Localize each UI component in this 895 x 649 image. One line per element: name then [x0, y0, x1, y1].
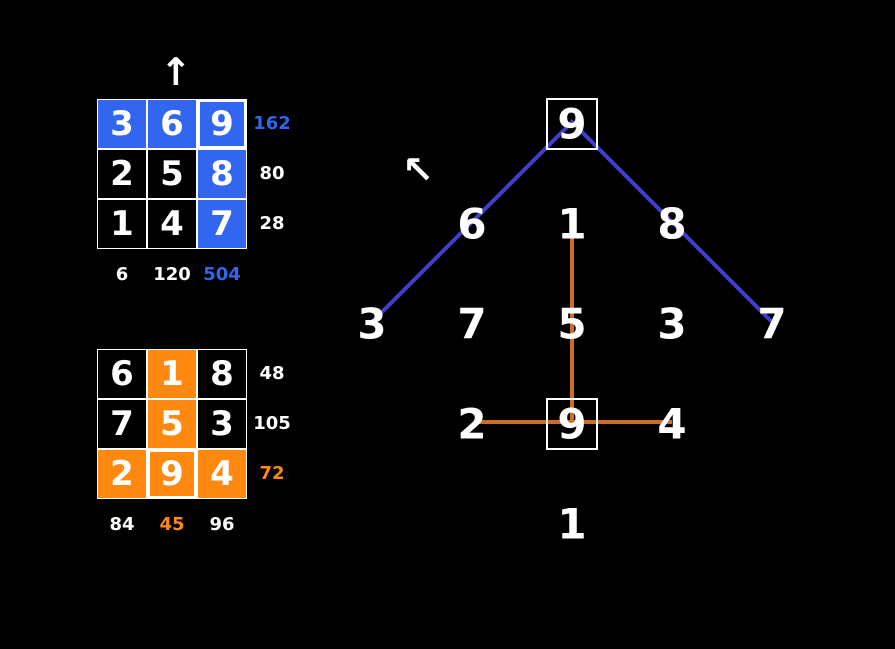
- column-product: 504: [203, 264, 241, 285]
- grid-cell: 3: [97, 99, 147, 149]
- row-product: 162: [253, 113, 291, 134]
- grid-cell: 6: [97, 349, 147, 399]
- diamond-number: 1: [557, 200, 586, 249]
- grid-cell: 9: [147, 449, 197, 499]
- grid-cell: 9: [197, 99, 247, 149]
- grid-cell: 4: [197, 449, 247, 499]
- blue-path-line: [370, 119, 774, 324]
- diamond-number: 6: [457, 200, 486, 249]
- grid-cell: 3: [197, 399, 247, 449]
- row-product: 105: [253, 413, 291, 434]
- grid-cell: 5: [147, 399, 197, 449]
- diamond-number: 9: [557, 100, 586, 149]
- diamond-number: 2: [457, 400, 486, 449]
- column-product: 96: [209, 514, 235, 535]
- diamond-number: 7: [457, 300, 486, 349]
- up-arrow-icon: ↑: [160, 50, 192, 94]
- grid-cell: 7: [97, 399, 147, 449]
- grid-cell: 6: [147, 99, 197, 149]
- row-product: 80: [259, 163, 285, 184]
- grid-cell: 2: [97, 449, 147, 499]
- diamond-number: 8: [657, 200, 686, 249]
- grid-cell: 1: [97, 199, 147, 249]
- diamond-number: 7: [757, 300, 786, 349]
- row-product: 48: [259, 363, 285, 384]
- column-product: 6: [115, 264, 129, 285]
- up-left-arrow-icon: ↖: [402, 148, 434, 192]
- grid-cell: 8: [197, 149, 247, 199]
- row-product: 72: [259, 463, 285, 484]
- diamond-number: 3: [657, 300, 686, 349]
- diamond-number: 3: [357, 300, 386, 349]
- grid-cell: 4: [147, 199, 197, 249]
- top-number-box: [546, 98, 598, 150]
- grid-cell: 5: [147, 149, 197, 199]
- diamond-number: 4: [657, 400, 686, 449]
- column-product: 120: [153, 264, 191, 285]
- column-product: 84: [109, 514, 135, 535]
- grid-cell: 1: [147, 349, 197, 399]
- diamond-number: 5: [557, 300, 586, 349]
- diamond-number: 9: [557, 400, 586, 449]
- grid-cell: 7: [197, 199, 247, 249]
- column-product: 45: [159, 514, 185, 535]
- row-product: 28: [259, 213, 285, 234]
- center-bottom-number-box: [546, 398, 598, 450]
- grid-cell: 8: [197, 349, 247, 399]
- diamond-number: 1: [557, 500, 586, 549]
- grid-cell: 2: [97, 149, 147, 199]
